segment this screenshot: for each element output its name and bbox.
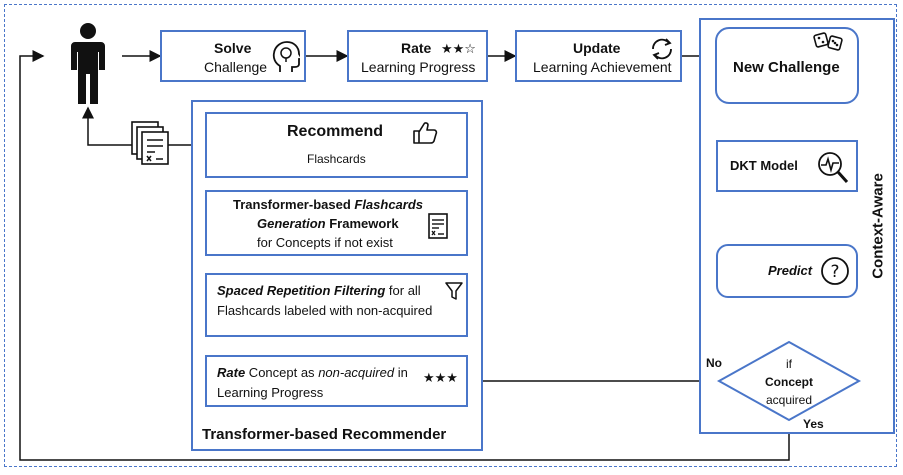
rate-concept-part2: Concept as (245, 365, 319, 380)
generation-part1: Transformer-based (233, 197, 355, 212)
rate-concept-line2: Learning Progress (217, 385, 324, 400)
generation-box: Transformer-based Flashcards Generation … (205, 190, 468, 256)
update-title: Update (573, 40, 621, 56)
generation-part2: Flashcards (354, 197, 424, 212)
decision-line1: if (786, 357, 792, 371)
dkt-model-label: DKT Model (730, 158, 798, 173)
filtering-part2: for all (385, 283, 421, 298)
predict-label: Predict (768, 263, 813, 278)
head-bulb-icon (272, 41, 300, 72)
rate-concept-part4: in (394, 365, 408, 380)
rate-subtitle: Learning Progress (361, 59, 476, 75)
filtering-line2: Flashcards labeled with non-acquired (217, 303, 433, 318)
refresh-icon (652, 38, 672, 60)
outer-frame (4, 4, 897, 467)
recommend-title: Recommend (287, 123, 384, 140)
rate-concept-box: Rate Concept as non-acquired in Learning… (205, 355, 468, 407)
solve-box: Solve Challenge (160, 30, 306, 82)
generation-line3: for Concepts if not exist (257, 235, 393, 250)
dice-icon (813, 32, 843, 51)
filtering-part1: Spaced Repetition Filtering (217, 283, 386, 298)
rate-concept-part3: non-acquired (318, 365, 395, 380)
svg-text:★★☆: ★★☆ (441, 42, 476, 55)
rate-box: Rate Learning Progress ★★☆ (347, 30, 488, 82)
no-label: No (706, 356, 722, 370)
generation-line1: Transformer-based Flashcards (233, 197, 423, 212)
stars-icon: ★★☆ (441, 42, 476, 55)
filtering-line1: Spaced Repetition Filtering for all (217, 283, 421, 298)
flashcards-icon (131, 121, 169, 165)
predict-box: Predict ? (716, 244, 858, 298)
update-box: Update Learning Achievement (515, 30, 682, 82)
update-subtitle: Learning Achievement (533, 59, 672, 75)
heartbeat-search-icon (818, 152, 849, 184)
generation-part3: Generation (257, 216, 326, 231)
document-icon (428, 213, 448, 239)
recommender-label: Transformer-based Recommender (202, 426, 447, 443)
funnel-icon (445, 282, 463, 300)
person-icon (71, 23, 105, 104)
rate-title: Rate (401, 40, 432, 56)
recommend-subtitle: Flashcards (307, 152, 366, 166)
generation-line2: Generation Framework (257, 216, 399, 231)
thumbs-up-icon (413, 122, 438, 144)
rate-concept-line1: Rate Concept as non-acquired in (217, 365, 408, 380)
yes-label: Yes (803, 417, 824, 431)
rate-concept-part1: Rate (217, 365, 246, 380)
recommend-box: Recommend Flashcards (205, 112, 468, 178)
dkt-model-box: DKT Model (716, 140, 858, 192)
decision-line3: acquired (765, 393, 813, 407)
solve-title: Solve (214, 40, 252, 56)
filtering-box: Spaced Repetition Filtering for all Flas… (205, 273, 468, 337)
new-challenge-label: New Challenge (733, 59, 840, 76)
svg-text:?: ? (830, 262, 839, 282)
svg-text:★★★: ★★★ (423, 371, 458, 385)
decision-diamond (716, 340, 862, 422)
new-challenge-box: New Challenge (715, 27, 859, 104)
question-icon: ? (821, 257, 849, 285)
generation-part4: Framework (325, 216, 399, 231)
decision-line2: Concept (765, 375, 813, 389)
context-aware-label: Context-Aware (869, 173, 887, 279)
solve-subtitle: Challenge (204, 59, 268, 75)
stars-icon: ★★★ (423, 371, 458, 385)
